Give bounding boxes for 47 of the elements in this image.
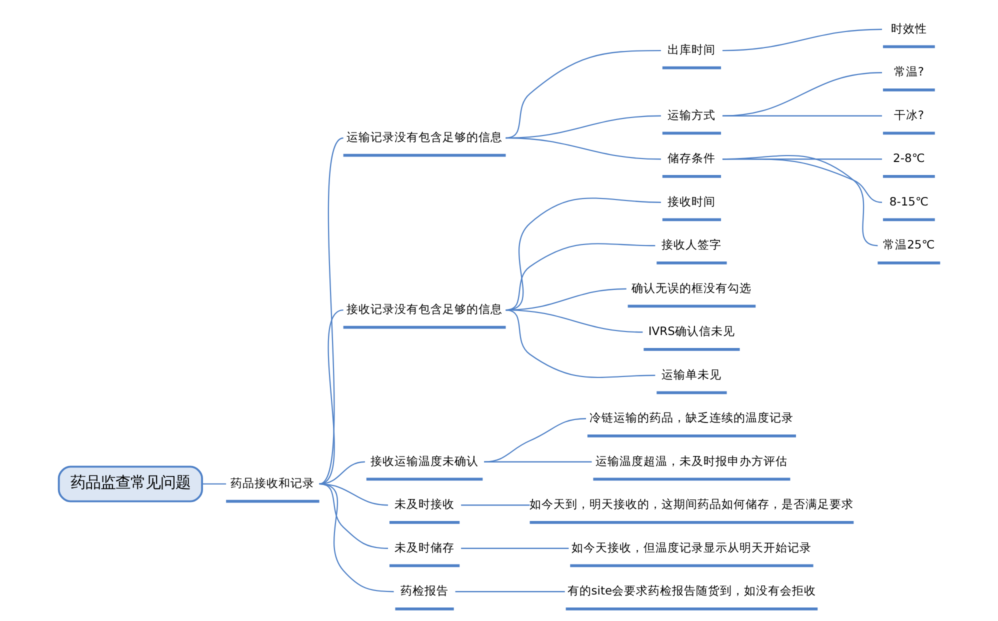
node-text: 运输单未见 — [661, 367, 722, 382]
node-text: 常温? — [893, 64, 924, 79]
connector — [318, 483, 394, 592]
node-text: 有的site会要求药检报告随货到，如没有会拒收 — [566, 584, 816, 598]
connector — [505, 198, 660, 311]
node-text: 确认无误的框没有勾选 — [631, 280, 752, 295]
node-text: 干冰? — [893, 108, 924, 122]
node-text: 接收时间 — [667, 194, 716, 208]
connector — [318, 461, 364, 485]
node-text: 药品接收和记录 — [230, 476, 314, 490]
connector — [460, 504, 530, 506]
connector — [722, 115, 882, 116]
connector — [318, 483, 388, 549]
node-text: 冷链运输的药品，缺乏连续的温度记录 — [589, 410, 794, 425]
node-text: 未及时接收 — [394, 497, 454, 512]
node-text: 如今天接收，但温度记录显示从明天开始记录 — [571, 540, 812, 554]
node-text: 运输温度超温，未及时报申办方评估 — [595, 454, 788, 468]
connector — [484, 461, 592, 462]
node-text: 2-8℃ — [892, 151, 924, 166]
connector — [454, 591, 564, 592]
connector — [484, 418, 586, 462]
node-text: 药检报告 — [400, 584, 448, 598]
connector — [202, 483, 226, 485]
node-text: 如今天到，明天接收的，这期间药品如何储存，是否满足要求 — [529, 497, 854, 512]
node-text: 出库时间 — [667, 42, 716, 57]
node-text: 未及时储存 — [394, 540, 454, 554]
node-text: 时效性 — [890, 21, 926, 36]
node-text: 储存条件 — [667, 151, 716, 166]
connector — [505, 309, 655, 378]
node-text: IVRS确认信未见 — [648, 324, 735, 338]
node-text: 运输记录没有包含足够的信息 — [346, 130, 502, 144]
node-text: 接收运输温度未确认 — [370, 454, 478, 468]
connector — [505, 243, 655, 311]
node-text: 接收人签字 — [661, 238, 722, 252]
connector — [460, 548, 568, 549]
node-text: 运输方式 — [667, 108, 716, 122]
connector — [318, 309, 344, 484]
connector — [722, 155, 878, 246]
node-text: 8-15℃ — [888, 194, 928, 208]
connector — [318, 138, 344, 484]
node-text: 接收记录没有包含足够的信息 — [346, 302, 502, 316]
node-text: 常温25℃ — [882, 238, 934, 252]
connector — [722, 28, 882, 52]
node-box: 药品监查常见问题 — [57, 466, 202, 502]
connector — [505, 50, 660, 139]
connector — [722, 72, 882, 116]
connector — [505, 137, 660, 160]
